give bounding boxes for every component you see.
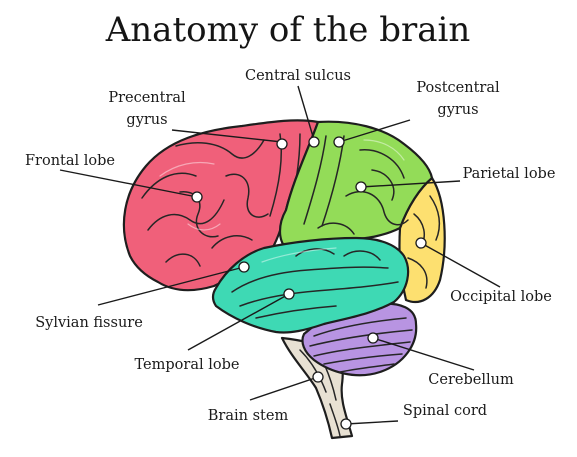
leader-lines — [59, 85, 501, 425]
label-temporal-lobe: Temporal lobe — [135, 357, 240, 373]
leader-line-postcentral-gyrus — [338, 119, 411, 143]
marker-dots — [191, 136, 427, 430]
leader-line-sylvian-fissure — [97, 266, 245, 306]
leader-line-brain-stem — [249, 376, 319, 401]
leader-line-parietal-lobe — [360, 180, 461, 188]
label-precentral-gyrus-line2: gyrus — [126, 112, 167, 128]
label-frontal-lobe: Frontal lobe — [25, 153, 115, 169]
labels: Central sulcus Precentral gyrus Postcent… — [25, 68, 555, 424]
marker-dot-parietal-lobe — [355, 181, 367, 193]
leader-line-temporal-lobe — [187, 293, 290, 351]
leader-line-precentral-gyrus — [171, 129, 283, 143]
label-postcentral-gyrus-line1: Postcentral — [416, 80, 500, 96]
marker-dot-cerebellum — [367, 332, 379, 344]
leader-line-central-sulcus — [297, 85, 315, 141]
label-occipital-lobe: Occipital lobe — [450, 289, 552, 305]
marker-dot-postcentral-gyrus — [333, 136, 345, 148]
label-central-sulcus: Central sulcus — [245, 68, 351, 84]
label-cerebellum: Cerebellum — [428, 372, 514, 388]
leader-line-spinal-cord — [345, 420, 399, 425]
marker-dot-precentral-gyrus — [276, 138, 288, 150]
marker-dot-spinal-cord — [340, 418, 352, 430]
brain-illustration — [122, 119, 446, 440]
marker-dot-sylvian-fissure — [238, 261, 250, 273]
marker-dot-brain-stem — [312, 371, 324, 383]
label-brain-stem: Brain stem — [208, 408, 289, 424]
leader-line-frontal-lobe — [59, 169, 198, 198]
label-spinal-cord: Spinal cord — [403, 403, 487, 419]
marker-dot-central-sulcus — [308, 136, 320, 148]
label-precentral-gyrus-line1: Precentral — [108, 90, 186, 106]
label-postcentral-gyrus-line2: gyrus — [437, 102, 478, 118]
marker-dot-frontal-lobe — [191, 191, 203, 203]
label-parietal-lobe: Parietal lobe — [463, 166, 556, 182]
leader-line-cerebellum — [372, 337, 475, 371]
label-sylvian-fissure: Sylvian fissure — [35, 315, 143, 331]
diagram-title: Anatomy of the brain — [105, 10, 471, 50]
marker-dot-occipital-lobe — [415, 237, 427, 249]
marker-dot-temporal-lobe — [283, 288, 295, 300]
leader-line-occipital-lobe — [420, 242, 501, 288]
